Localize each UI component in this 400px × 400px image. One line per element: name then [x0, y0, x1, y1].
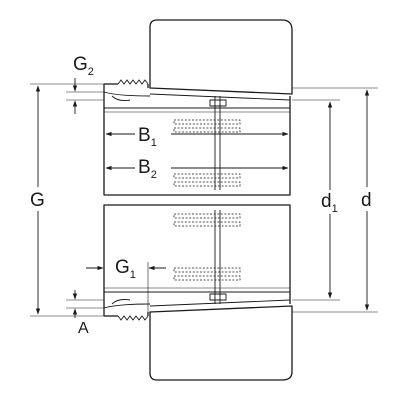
sleeve-lower-half: [103, 204, 291, 321]
label-d1-bg: [318, 190, 346, 214]
sleeve-upper-half: [103, 79, 291, 196]
label-G2: G2: [73, 54, 94, 78]
slot-upper: [214, 96, 221, 190]
bearing-ring-lower: [149, 305, 293, 381]
bearing-ring-upper: [149, 19, 293, 95]
label-d1: d1: [321, 191, 338, 215]
label-A: A: [78, 320, 89, 337]
slot-lower: [214, 210, 221, 304]
label-d: d: [361, 190, 372, 211]
label-B2: B2: [138, 157, 157, 181]
label-G-bg: [28, 187, 50, 211]
label-G1: G1: [115, 257, 136, 281]
label-B2-bg: [135, 153, 171, 177]
extension-lines: [30, 83, 378, 317]
label-B1-bg: [135, 121, 171, 145]
label-d-bg: [358, 187, 378, 211]
label-G: G: [30, 190, 45, 211]
thread-upper: [117, 79, 149, 85]
labels: G2 B1 B2 G d1 d G1 A: [28, 54, 378, 337]
dimension-lines: [35, 78, 370, 318]
thread-lower: [117, 315, 149, 321]
label-B1: B1: [138, 125, 157, 149]
